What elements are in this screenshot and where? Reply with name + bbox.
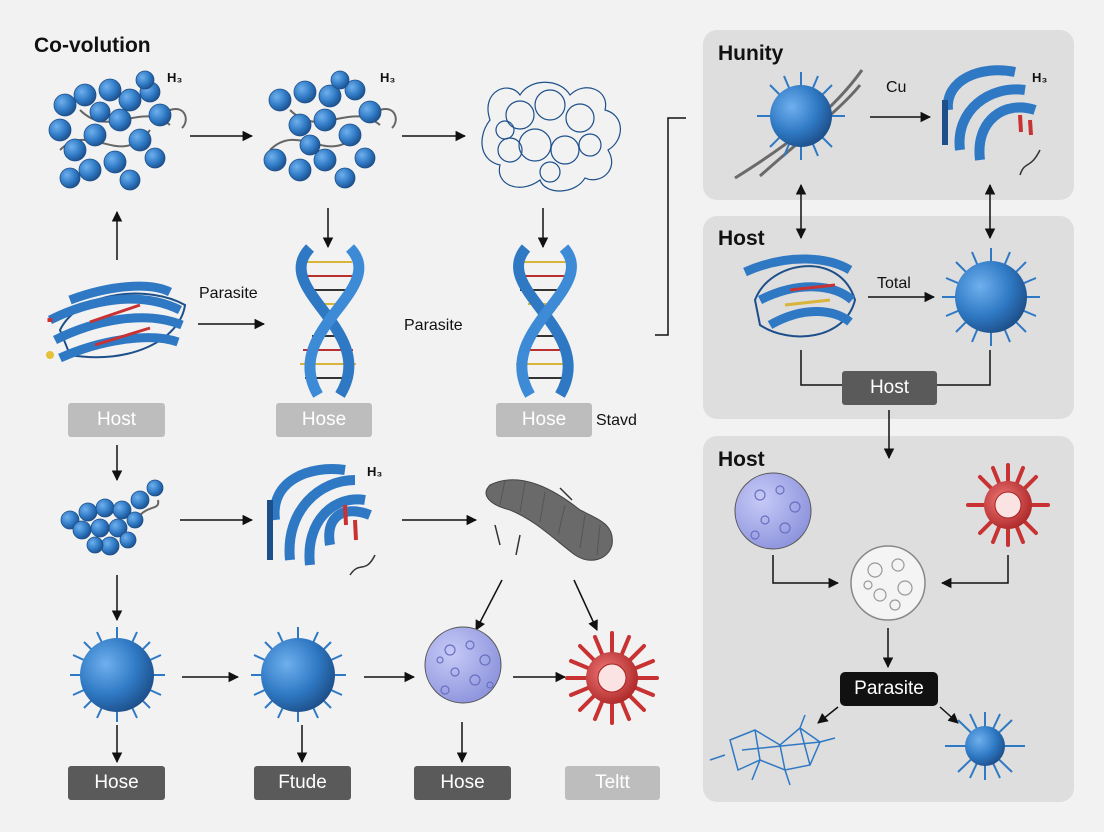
outline-cell: [851, 546, 925, 620]
globular-protein-1: [49, 71, 186, 190]
teltt-pill: Teltt: [565, 766, 660, 800]
h3-label-1: H₃: [167, 70, 182, 85]
aggregate-fibril: [486, 480, 612, 560]
dna-helix-2: [516, 248, 572, 395]
dna-helix-1: [300, 248, 359, 395]
virus-panel-middle: [942, 248, 1040, 346]
h3-label-4: H₃: [1032, 70, 1047, 85]
hose-pill-1: Hose: [276, 403, 372, 437]
panel-middle-title: Host: [718, 227, 765, 251]
globular-protein-2: [264, 71, 396, 188]
stavd-label: Stavd: [596, 412, 637, 430]
lavender-cell-1: [425, 627, 501, 703]
lavender-cell-2: [735, 473, 811, 549]
virus-1: [70, 627, 165, 722]
panel-bottom-title: Host: [718, 448, 765, 472]
cu-label: Cu: [886, 79, 906, 97]
host-pill-panel: Host: [842, 371, 937, 405]
unfolded-protein-outline: [482, 82, 620, 191]
page-title: Co-volution: [34, 34, 151, 58]
beta-sheet-protein-1: [46, 286, 185, 359]
red-virus-2: [968, 465, 1048, 545]
parasite-pill-panel: Parasite: [840, 672, 938, 706]
hose-pill-4: Hose: [414, 766, 511, 800]
beta-sheet-protein-2: [270, 469, 375, 575]
parasite-label-2: Parasite: [404, 317, 463, 335]
red-virus-1: [567, 633, 657, 723]
host-pill: Host: [68, 403, 165, 437]
ftude-pill: Ftude: [254, 766, 351, 800]
h3-label-2: H₃: [380, 70, 395, 85]
parasite-label-1: Parasite: [199, 285, 258, 303]
hose-pill-3: Hose: [68, 766, 165, 800]
panel-top-title: Hunity: [718, 42, 783, 66]
bracket-connector: [655, 118, 686, 335]
virus-2: [251, 627, 346, 722]
hose-pill-2: Hose: [496, 403, 592, 437]
globular-protein-3: [61, 480, 163, 555]
h3-label-3: H₃: [367, 464, 382, 479]
total-label: Total: [877, 275, 911, 293]
